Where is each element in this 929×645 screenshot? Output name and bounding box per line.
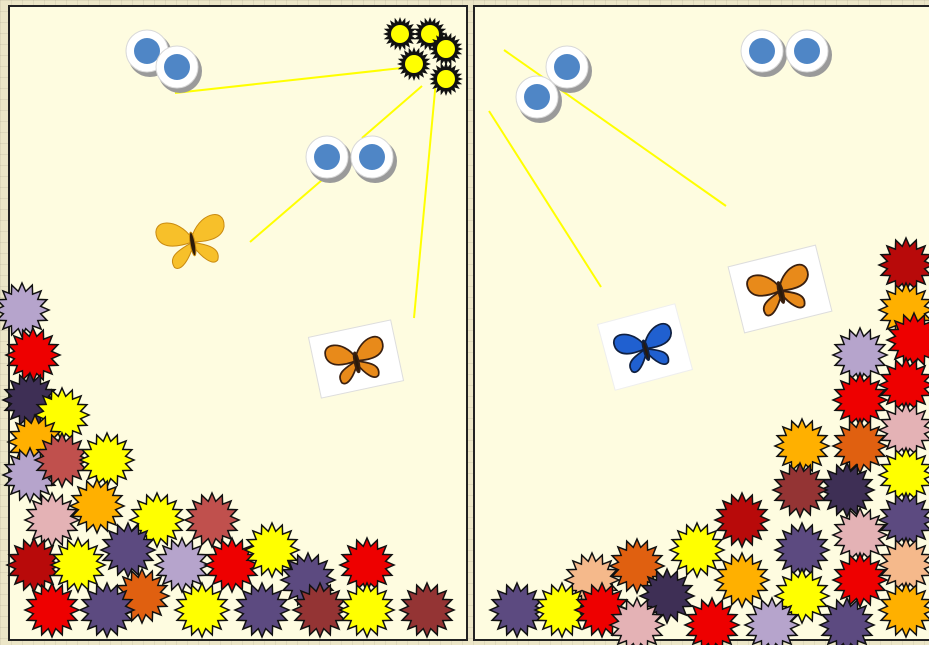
eye-icon[interactable] <box>545 45 592 93</box>
sun-core <box>405 55 423 73</box>
flower-orange <box>773 417 831 475</box>
orange-butterfly[interactable] <box>307 319 405 399</box>
flower-maroon <box>398 581 456 639</box>
flower-dark-purple <box>818 461 876 519</box>
sight-line <box>413 79 437 319</box>
flower-lavender <box>743 596 801 645</box>
flower-brick <box>33 431 91 489</box>
flower-purple <box>78 581 136 639</box>
sun-core <box>437 70 455 88</box>
sight-line <box>249 179 323 243</box>
flower-orange <box>877 581 929 639</box>
flower-purple <box>488 581 546 639</box>
flower-purple <box>233 581 291 639</box>
flower-pink <box>608 596 666 645</box>
flower-lavender <box>0 281 51 339</box>
flower-lavender <box>153 536 211 594</box>
sun-cluster[interactable] <box>383 17 463 96</box>
flower-yellow <box>49 536 107 594</box>
flower-dark-red <box>713 491 771 549</box>
orange-butterfly[interactable] <box>727 244 833 334</box>
flower-red <box>831 551 889 609</box>
eye-icon[interactable] <box>515 75 562 123</box>
sight-line <box>488 110 602 288</box>
flower-yellow <box>338 581 396 639</box>
blue-butterfly[interactable] <box>596 303 694 391</box>
sun-core <box>437 40 455 58</box>
sight-line <box>174 65 421 94</box>
flower-brick <box>183 491 241 549</box>
flower-red <box>203 536 261 594</box>
eye-icon[interactable] <box>740 29 787 77</box>
sight-line <box>361 85 423 139</box>
flower-red <box>4 326 62 384</box>
flower-purple <box>818 596 876 645</box>
eye-icon[interactable] <box>305 135 352 183</box>
flower-yellow <box>78 431 136 489</box>
flower-yellow <box>173 581 231 639</box>
flower-dark-orange <box>831 417 889 475</box>
eye-icon[interactable] <box>155 45 202 93</box>
flower-orange <box>713 551 771 609</box>
eye-icon[interactable] <box>350 135 397 183</box>
flower-maroon <box>291 581 349 639</box>
sun-core <box>391 25 409 43</box>
eyes-layer <box>125 29 832 183</box>
flower-red <box>23 581 81 639</box>
flower-field <box>0 236 929 645</box>
flower-yellow <box>668 521 726 579</box>
flower-yellow <box>243 521 301 579</box>
flower-maroon <box>771 461 829 519</box>
flower-purple <box>99 521 157 579</box>
flower-red <box>683 596 741 645</box>
sun-core <box>421 25 439 43</box>
flower-orange <box>68 477 126 535</box>
eye-icon[interactable] <box>785 29 832 77</box>
